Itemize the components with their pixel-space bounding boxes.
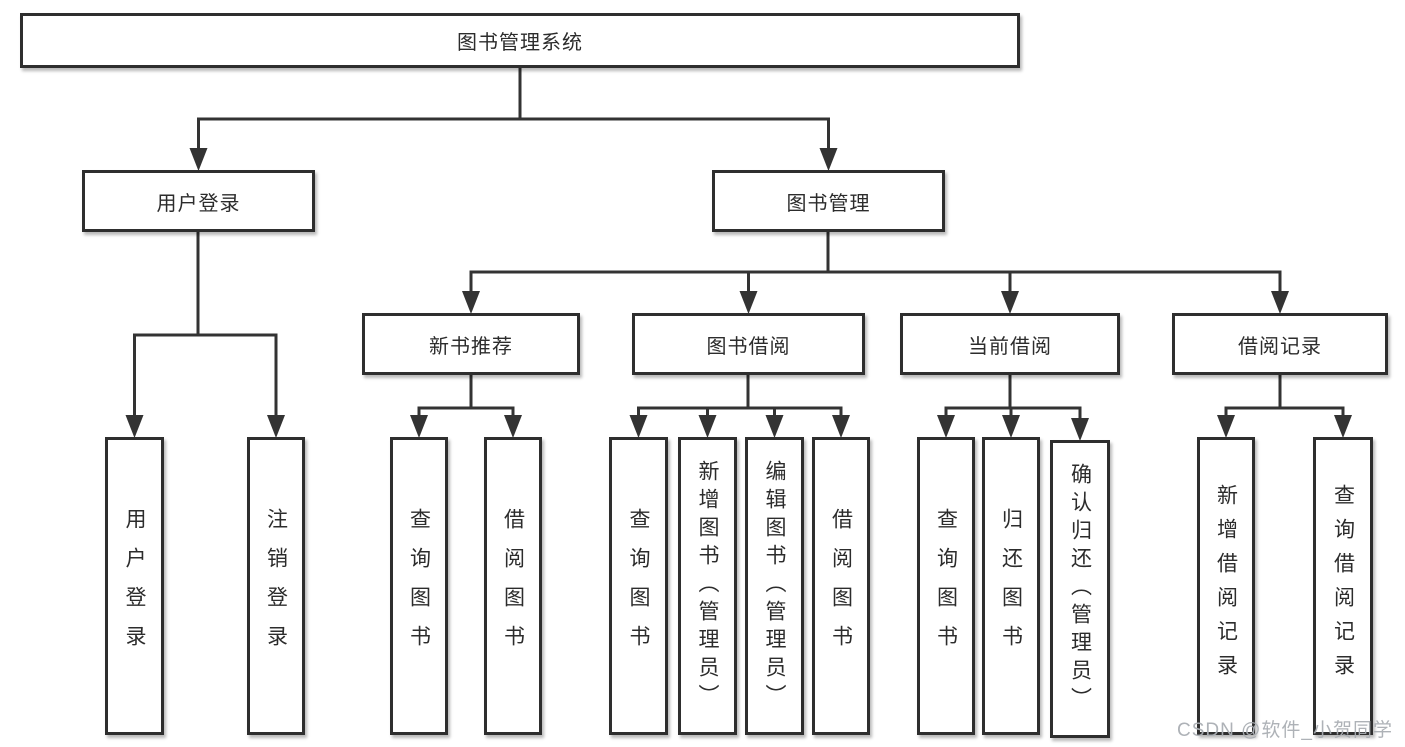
arrowhead-icon (1071, 418, 1089, 441)
arrowhead-icon (832, 415, 850, 438)
node-leaf-bb-query: 查询图书 (609, 437, 668, 735)
arrowhead-icon (819, 148, 838, 171)
arrowhead-icon (1001, 291, 1019, 314)
node-leaf-cb-confirm: 确认归还（管理员） (1050, 440, 1110, 738)
node-current-borrow: 当前借阅 (900, 313, 1120, 375)
arrowhead-icon (125, 415, 144, 438)
node-leaf-nbr-borrow: 借阅图书 (484, 437, 542, 735)
arrowhead-icon (462, 291, 480, 314)
node-leaf-logout: 注销登录 (247, 437, 305, 735)
node-leaf-bb-borrow: 借阅图书 (812, 437, 870, 735)
node-book-mgmt: 图书管理 (712, 170, 945, 232)
arrowhead-icon (739, 291, 758, 314)
arrowhead-icon (189, 148, 208, 171)
node-borrow-records: 借阅记录 (1172, 313, 1388, 375)
arrowhead-icon (765, 415, 784, 438)
arrowhead-icon (1271, 291, 1289, 314)
node-leaf-nbr-query: 查询图书 (390, 437, 448, 735)
arrowhead-icon (504, 415, 522, 438)
node-new-book-rec: 新书推荐 (362, 313, 580, 375)
node-leaf-br-add: 新增借阅记录 (1197, 437, 1255, 735)
node-leaf-login: 用户登录 (105, 437, 164, 735)
arrowhead-icon (267, 415, 285, 438)
node-leaf-br-query: 查询借阅记录 (1313, 437, 1373, 735)
node-book-borrow: 图书借阅 (632, 313, 865, 375)
node-leaf-cb-return: 归还图书 (982, 437, 1040, 735)
watermark: CSDN @软件_小贺同学 (1177, 720, 1393, 741)
node-leaf-cb-query: 查询图书 (917, 437, 975, 735)
arrowhead-icon (410, 415, 428, 438)
node-leaf-bb-edit: 编辑图书（管理员） (745, 437, 804, 735)
arrowhead-icon (1002, 415, 1020, 438)
arrowhead-icon (937, 415, 955, 438)
arrowhead-icon (1217, 415, 1235, 438)
node-leaf-bb-add: 新增图书（管理员） (678, 437, 737, 735)
arrowhead-icon (698, 415, 717, 438)
node-root: 图书管理系统 (20, 13, 1020, 68)
arrowhead-icon (629, 415, 648, 438)
arrowhead-icon (1334, 415, 1352, 438)
node-user-login: 用户登录 (82, 170, 315, 232)
